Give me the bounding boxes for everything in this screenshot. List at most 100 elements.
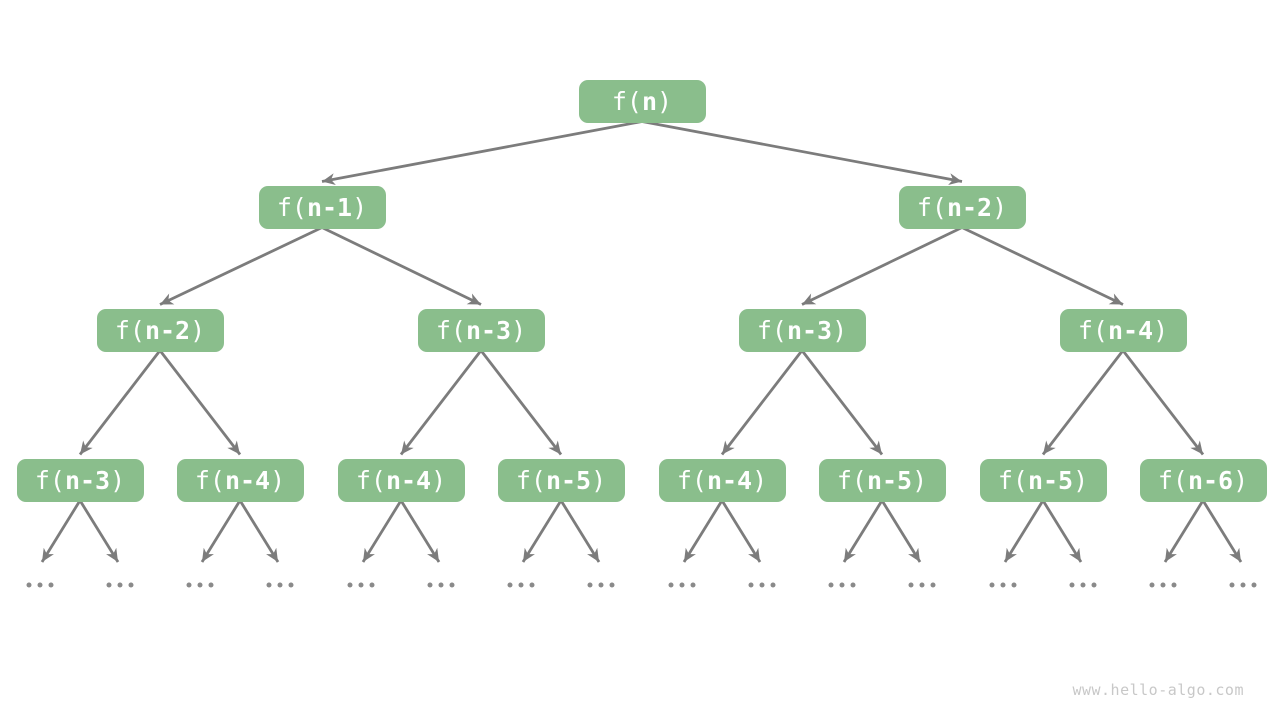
node-label-pre: f( [114,315,145,345]
ellipsis-dot [679,582,685,588]
ellipsis-dot [759,582,765,588]
ellipsis-dot [1251,582,1257,588]
edge-arrow [682,499,724,563]
tree-node: f(n) [578,79,706,123]
node-label-pre: f( [435,315,466,345]
edge-arrow [479,349,563,456]
ellipsis-dot [438,582,444,588]
node-label-suf: ) [511,315,527,345]
node-label-arg: n-4 [224,465,271,495]
node-label-arg: n-1 [306,192,353,222]
edge-arrow [1163,499,1205,563]
ellipsis-dot [1069,582,1075,588]
ellipsis-dot [427,582,433,588]
node-label-suf: ) [992,192,1008,222]
edge-arrow [1121,349,1205,456]
edge-arrow [1003,499,1045,563]
node-label-pre: f( [276,192,307,222]
tree-node: f(n-4) [658,458,786,502]
node-label-pre: f( [756,315,787,345]
ellipsis-dot [1011,582,1017,588]
edge-arrow [720,349,804,456]
ellipsis-dot [930,582,936,588]
ellipsis-dot [358,582,364,588]
edge-arrow [321,120,643,186]
tree-node: f(n-3) [16,458,144,502]
ellipsis-dot [347,582,353,588]
ellipsis-dot [770,582,776,588]
edge-arrow [842,499,884,563]
node-label-suf: ) [1233,465,1249,495]
edge-arrow [238,499,280,563]
edge-arrow [40,499,82,563]
tree-node: f(n-4) [1059,308,1187,352]
node-label-suf: ) [431,465,447,495]
edge-arrow [961,226,1124,306]
edge-arrow [321,226,482,306]
ellipsis-dot [1171,582,1177,588]
tree-node: f(n-3) [417,308,545,352]
tree-node: f(n-4) [337,458,465,502]
node-label-arg: n [641,86,658,116]
node-label-suf: ) [591,465,607,495]
node-label-suf: ) [657,86,673,116]
ellipsis-leaf [748,582,776,588]
edge-arrow [78,349,162,456]
node-label-arg: n-2 [144,315,191,345]
edge-arrow [361,499,403,563]
node-label-suf: ) [110,465,126,495]
ellipsis-leaf [908,582,936,588]
edge-arrow [1041,349,1125,456]
ellipsis-dot [748,582,754,588]
node-label-arg: n-4 [1107,315,1154,345]
ellipsis-leaf [427,582,455,588]
node-label-pre: f( [997,465,1028,495]
node-label-arg: n-4 [706,465,753,495]
node-label-pre: f( [34,465,65,495]
node-label-suf: ) [1153,315,1169,345]
node-label-suf: ) [752,465,768,495]
ellipsis-leaf [828,582,856,588]
node-label-suf: ) [190,315,206,345]
ellipsis-dot [1149,582,1155,588]
ellipsis-dot [609,582,615,588]
ellipsis-leaf [668,582,696,588]
ellipsis-dot [828,582,834,588]
node-label-pre: f( [916,192,947,222]
ellipsis-dot [1000,582,1006,588]
ellipsis-dot [208,582,214,588]
tree-node: f(n-4) [176,458,304,502]
node-label-pre: f( [1077,315,1108,345]
tree-node: f(n-5) [818,458,946,502]
ellipsis-dot [369,582,375,588]
ellipsis-dot [37,582,43,588]
ellipsis-dot [288,582,294,588]
ellipsis-leaf [989,582,1017,588]
edge-arrow [399,349,483,456]
ellipsis-dot [48,582,54,588]
ellipsis-dot [908,582,914,588]
node-label-arg: n-3 [64,465,111,495]
ellipsis-dot [989,582,995,588]
node-label-pre: f( [1157,465,1188,495]
node-label-suf: ) [1073,465,1089,495]
edge-arrow [720,499,762,563]
ellipsis-dot [668,582,674,588]
ellipsis-leaf [1069,582,1097,588]
ellipsis-dot [26,582,32,588]
ellipsis-dot [266,582,272,588]
ellipsis-leaf [507,582,535,588]
edge-arrow [158,349,242,456]
node-label-suf: ) [912,465,928,495]
node-label-arg: n-3 [786,315,833,345]
ellipsis-dot [1091,582,1097,588]
ellipsis-leaf [1149,582,1177,588]
node-label-arg: n-6 [1187,465,1234,495]
node-label-arg: n-5 [545,465,592,495]
edge-arrow [800,349,884,456]
ellipsis-leaf [1229,582,1257,588]
ellipsis-dot [919,582,925,588]
ellipsis-dot [529,582,535,588]
ellipsis-dot [106,582,112,588]
edge-arrow [880,499,922,563]
